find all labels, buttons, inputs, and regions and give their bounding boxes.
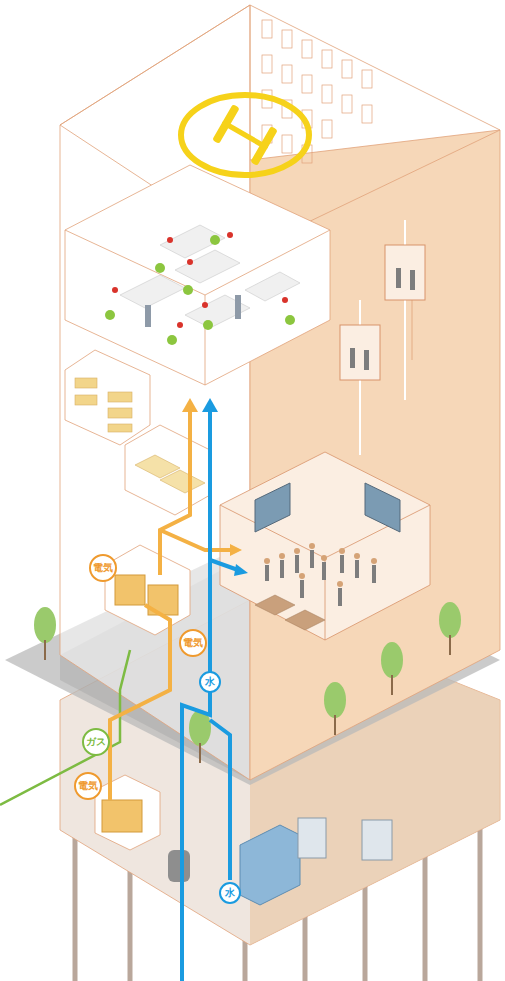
badge-label: 水: [205, 677, 215, 687]
badge-label: 電気: [93, 563, 113, 573]
office-room: [65, 165, 330, 385]
generator-room: [105, 545, 190, 635]
hall-room: [220, 452, 430, 640]
helipad: [181, 95, 309, 175]
resource-badge: 電気: [74, 772, 102, 800]
resource-badge: ガス: [82, 728, 110, 756]
resource-badge: 電気: [179, 629, 207, 657]
resource-badge: 電気: [89, 554, 117, 582]
storage-room: [65, 350, 150, 445]
windows: [262, 20, 372, 163]
elevators: [340, 220, 425, 455]
badge-label: ガス: [86, 737, 106, 747]
basement-equipment: [95, 775, 392, 905]
electricity-lines: [110, 412, 232, 800]
resource-badge: 水: [199, 671, 221, 693]
badge-label: 水: [225, 888, 235, 898]
badge-label: 電気: [78, 781, 98, 791]
resource-badge: 水: [219, 882, 241, 904]
badge-label: 電気: [183, 638, 203, 648]
tower-left-face: [60, 5, 250, 780]
trees: [34, 602, 461, 763]
sleeping-room: [125, 425, 210, 515]
water-lines: [182, 412, 238, 981]
